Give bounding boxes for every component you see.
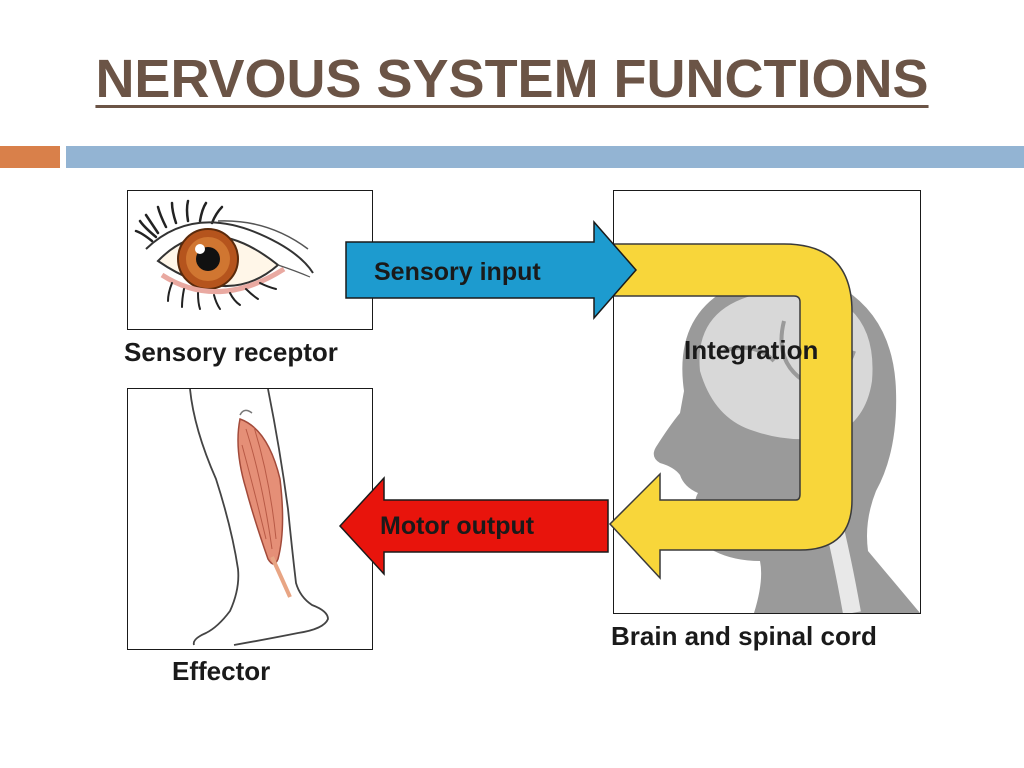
sensory-input-label: Sensory input bbox=[374, 258, 541, 286]
motor-output-arrow bbox=[338, 476, 609, 576]
accent-bar-blue bbox=[66, 146, 1024, 168]
accent-bar-orange bbox=[0, 146, 60, 168]
slide-title: NERVOUS SYSTEM FUNCTIONS bbox=[95, 49, 929, 109]
sensory-receptor-panel bbox=[127, 190, 373, 330]
motor-output-label: Motor output bbox=[380, 512, 535, 540]
brain-label: Brain and spinal cord bbox=[611, 621, 877, 651]
integration-label: Integration bbox=[684, 335, 818, 365]
sensory-input-arrow bbox=[345, 220, 637, 320]
eye-icon bbox=[134, 199, 314, 310]
effector-label: Effector bbox=[172, 656, 271, 686]
integration-arrow bbox=[608, 243, 853, 580]
leg-muscle-icon bbox=[189, 389, 329, 646]
sensory-receptor-label: Sensory receptor bbox=[124, 337, 338, 367]
